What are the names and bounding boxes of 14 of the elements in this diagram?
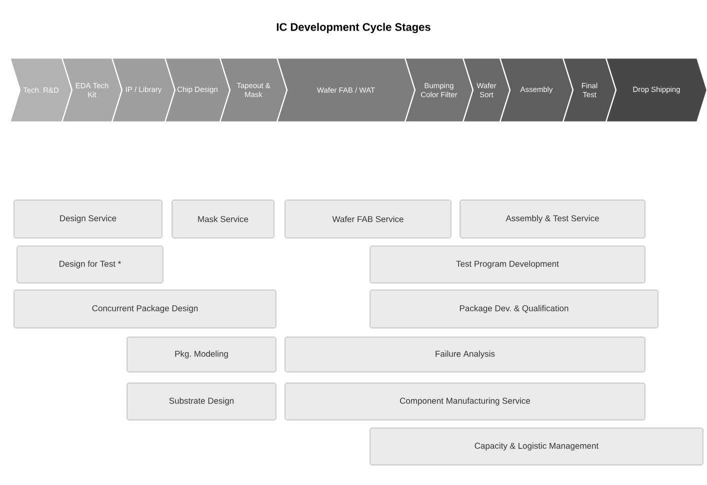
service-box: Pkg. Modeling	[126, 336, 276, 372]
service-box: Assembly & Test Service	[460, 200, 646, 238]
service-box: Substrate Design	[126, 382, 276, 420]
service-box: Mask Service	[172, 200, 274, 238]
service-box: Concurrent Package Design	[14, 290, 276, 328]
service-box: Design Service	[14, 200, 162, 238]
title: IC Development Cycle Stages	[276, 22, 430, 34]
service-box: Failure Analysis	[284, 336, 646, 372]
service-box: Wafer FAB Service	[284, 200, 452, 238]
service-box: Design for Test *	[16, 246, 164, 284]
service-box: Package Dev. & Qualification	[370, 290, 658, 328]
service-box: Component Manufacturing Service	[284, 382, 646, 420]
service-box: Test Program Development	[370, 246, 646, 284]
service-box: Capacity & Logistic Management	[370, 428, 704, 466]
